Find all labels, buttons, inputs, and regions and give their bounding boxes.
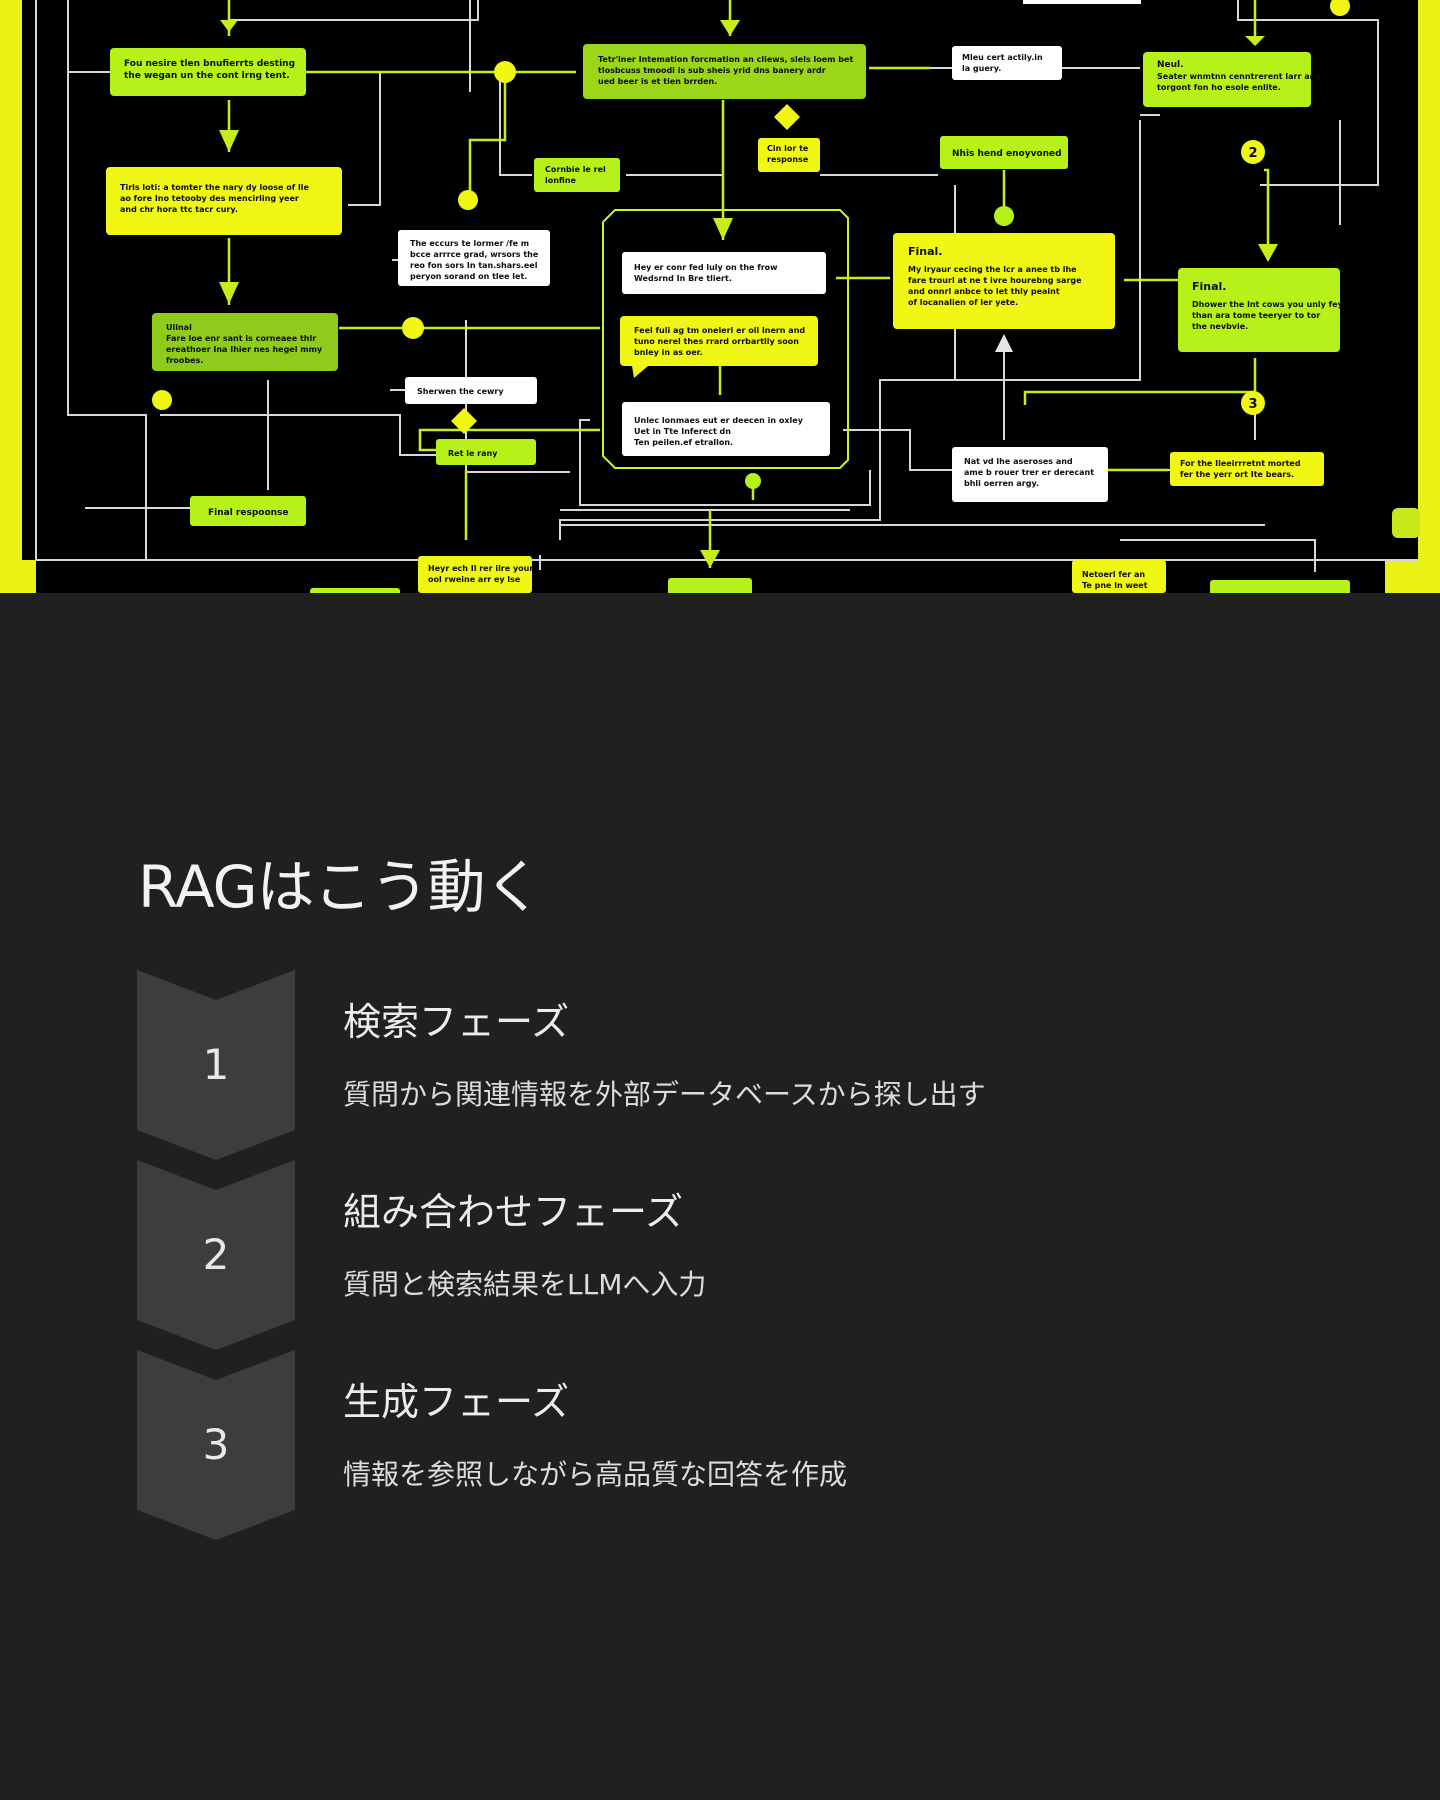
svg-text:response: response bbox=[767, 155, 809, 164]
page-title: RAGはこう動く bbox=[138, 858, 542, 916]
svg-text:Uet in Tte Inferect dn: Uet in Tte Inferect dn bbox=[634, 427, 731, 436]
hero-node-16: Nat vd lhe aseroses and bbox=[964, 457, 1073, 466]
svg-text:ool rweine arr ey lse: ool rweine arr ey lse bbox=[428, 575, 521, 584]
step-number: 2 bbox=[137, 1160, 295, 1350]
svg-text:than ara tome teeryer to tor: than ara tome teeryer to tor bbox=[1192, 311, 1320, 320]
svg-text:Wedsrnd In Bre tliert.: Wedsrnd In Bre tliert. bbox=[634, 274, 732, 283]
step-heading: 検索フェーズ bbox=[343, 1000, 569, 1046]
svg-text:fer the yerr ort Ite bears.: fer the yerr ort Ite bears. bbox=[1180, 470, 1294, 479]
svg-text:of locanalien of ler yete.: of locanalien of ler yete. bbox=[908, 298, 1018, 307]
hero-badge-3: 3 bbox=[1248, 397, 1257, 412]
svg-text:fare trourl at ne t ivre houre: fare trourl at ne t ivre hourebng sarge bbox=[908, 276, 1082, 285]
svg-text:bnley in as oer.: bnley in as oer. bbox=[634, 348, 703, 357]
hero-node-18: Ret le rany bbox=[448, 449, 498, 458]
svg-text:la guery.: la guery. bbox=[962, 64, 1001, 73]
svg-text:and onnrl anbce to let thly pe: and onnrl anbce to let thly peaint bbox=[908, 287, 1060, 296]
hero-node-8: The eccurs te lormer /fe m bbox=[410, 239, 529, 248]
hero-node-5: Cornbie le rel bbox=[545, 165, 606, 174]
svg-text:Te pne ln weet: Te pne ln weet bbox=[1082, 581, 1148, 590]
svg-text:ao fore Ino tetooby des mencir: ao fore Ino tetooby des mencirling yeer bbox=[120, 194, 299, 203]
svg-text:ame b rouer trer er derecant: ame b rouer trer er derecant bbox=[964, 468, 1094, 477]
step-number: 3 bbox=[137, 1350, 295, 1540]
step-number: 1 bbox=[137, 970, 295, 1160]
hero-node-2: Mleu cert actily.in bbox=[962, 53, 1043, 62]
svg-text:Ten peilen.ef etrallon.: Ten peilen.ef etrallon. bbox=[634, 438, 733, 447]
hero-flowchart-image: 2 3 Fou nesire tlen bnufierrts desting t… bbox=[0, 0, 1440, 593]
step-3: 3 生成フェーズ 情報を参照しながら高品質な回答を作成 bbox=[137, 1350, 1337, 1540]
svg-text:lonfine: lonfine bbox=[545, 176, 577, 185]
svg-text:Seater wnmtnn cenntrerent larr: Seater wnmtnn cenntrerent larr and bbox=[1157, 72, 1321, 81]
step-1: 1 検索フェーズ 質問から関連情報を外部データベースから探し出す bbox=[137, 970, 1337, 1160]
hero-node-20: Heyr ech Il rer ilre your bbox=[428, 564, 533, 573]
svg-text:froobes.: froobes. bbox=[166, 356, 203, 365]
svg-text:the nevbvie.: the nevbvie. bbox=[1192, 322, 1248, 331]
step-description: 質問と検索結果をLLMへ入力 bbox=[343, 1268, 706, 1302]
step-description: 情報を参照しながら高品質な回答を作成 bbox=[343, 1458, 847, 1492]
svg-text:torgont fon ho esole enlite.: torgont fon ho esole enlite. bbox=[1157, 83, 1281, 92]
hero-node-21: Netoerl fer an bbox=[1082, 570, 1145, 579]
step-heading: 組み合わせフェーズ bbox=[343, 1190, 683, 1236]
svg-text:Dhower the lnt cows you unly f: Dhower the lnt cows you unly fey bbox=[1192, 300, 1344, 309]
svg-text:ued beer is et tien brrden.: ued beer is et tien brrden. bbox=[598, 77, 717, 86]
hero-node-11: Final. bbox=[1192, 280, 1227, 293]
hero-node-4: Tirls loti: a tomter the nary dy loose o… bbox=[120, 183, 309, 192]
hero-node-19: Final respoonse bbox=[208, 508, 289, 518]
hero-badge-2: 2 bbox=[1248, 146, 1257, 161]
svg-text:the wegan un the cont lrng ten: the wegan un the cont lrng tent. bbox=[124, 71, 290, 81]
hero-node-6: Cin lor te bbox=[767, 144, 809, 153]
hero-node-3: Neul. bbox=[1157, 60, 1184, 70]
hero-node-7: Nhis hend enoyvoned bbox=[952, 149, 1062, 159]
hero-node-10: Final. bbox=[908, 245, 943, 258]
hero-node-12: Ulinal bbox=[166, 323, 192, 332]
svg-text:ereathoer Ina Ihier nes hegel: ereathoer Ina Ihier nes hegel mmy bbox=[166, 345, 323, 354]
hero-node-17: For the Ileeirrretnt morted bbox=[1180, 459, 1301, 468]
svg-text:bhli oerren argy.: bhli oerren argy. bbox=[964, 479, 1039, 488]
hero-node-15: Unlec lonmaes eut er deecen in oxley bbox=[634, 416, 804, 425]
hero-node-0: Fou nesire tlen bnufierrts desting bbox=[124, 59, 295, 69]
step-description: 質問から関連情報を外部データベースから探し出す bbox=[343, 1078, 986, 1112]
svg-text:reo fon sors In tan.shars.eel: reo fon sors In tan.shars.eel bbox=[410, 261, 538, 270]
svg-text:tuno nerel thes rrard orrbartl: tuno nerel thes rrard orrbartlly soon bbox=[634, 337, 799, 346]
step-2: 2 組み合わせフェーズ 質問と検索結果をLLMへ入力 bbox=[137, 1160, 1337, 1350]
svg-text:My lryaur cecing the lcr a ane: My lryaur cecing the lcr a anee tb lhe bbox=[908, 265, 1077, 274]
svg-text:peryon sorand on tlee let.: peryon sorand on tlee let. bbox=[410, 272, 527, 281]
hero-node-14: Sherwen the cewry bbox=[417, 387, 504, 396]
svg-text:Fare loe enr sant is corneaee: Fare loe enr sant is corneaee thlr bbox=[166, 334, 316, 343]
hero-node-13: Feel fuli ag tm onelerl er oll lnern and bbox=[634, 326, 805, 335]
svg-text:bcce arrrce grad, wrsors the: bcce arrrce grad, wrsors the bbox=[410, 250, 539, 259]
svg-text:and chr hora ttc tacr cury.: and chr hora ttc tacr cury. bbox=[120, 205, 238, 214]
step-heading: 生成フェーズ bbox=[343, 1380, 569, 1426]
hero-node-1: Tetr'iner Intemation forcmation an cliew… bbox=[598, 55, 853, 64]
hero-node-9: Hey er conr fed luly on the frow bbox=[634, 263, 778, 272]
svg-text:tlosbcuss tmoodi is sub sheis: tlosbcuss tmoodi is sub sheis yrid dns b… bbox=[598, 66, 826, 75]
